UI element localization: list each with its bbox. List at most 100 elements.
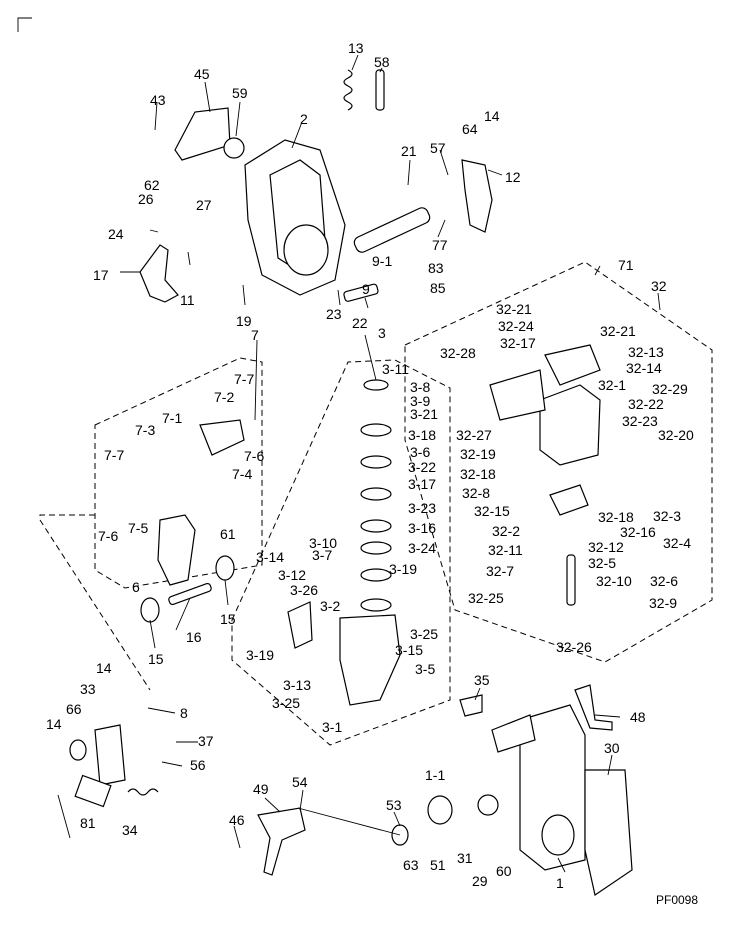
rod <box>566 554 576 606</box>
washer <box>69 739 87 761</box>
part-label: 3-1 <box>322 719 342 735</box>
part-label: 3 <box>378 325 386 341</box>
solenoid-cover <box>544 344 601 386</box>
part-label: 19 <box>236 313 252 329</box>
part-label: 3-8 <box>410 379 430 395</box>
lever <box>139 244 179 303</box>
part-label: 32-25 <box>468 590 504 606</box>
part-label: 32-12 <box>588 539 624 555</box>
part-label: 15 <box>220 611 236 627</box>
bushing <box>215 555 235 581</box>
bracket <box>461 159 493 233</box>
part-label: 3-2 <box>320 598 340 614</box>
part-label: 7-3 <box>135 422 155 438</box>
group-7-outline <box>94 357 263 589</box>
part-label: 23 <box>326 306 342 322</box>
part-label: 29 <box>472 873 488 889</box>
solenoid <box>539 384 601 466</box>
part-label: 7-6 <box>98 528 118 544</box>
part-label: 32-27 <box>456 427 492 443</box>
o-ring <box>223 137 245 159</box>
part-label: 32-4 <box>663 535 691 551</box>
part-label: 8 <box>180 705 188 721</box>
part-label: 49 <box>253 781 269 797</box>
part-label: 32-15 <box>474 503 510 519</box>
part-label: 81 <box>80 815 96 831</box>
part-label: 77 <box>432 237 448 253</box>
part-label: 3-7 <box>312 547 332 563</box>
cover-plate <box>174 107 231 161</box>
part-label: 17 <box>93 267 109 283</box>
part-label: 32-10 <box>596 573 632 589</box>
part-label: 32-22 <box>628 396 664 412</box>
part-label: 7-1 <box>162 410 182 426</box>
part-label: 26 <box>138 191 154 207</box>
group-6-outline <box>39 514 151 691</box>
part-label: 7-4 <box>232 466 252 482</box>
part-label: 3-11 <box>382 361 409 377</box>
part-label: 35 <box>474 672 490 688</box>
bracket-35 <box>459 694 483 717</box>
part-label: 62 <box>144 177 160 193</box>
part-label: 83 <box>428 260 444 276</box>
part-label: 21 <box>401 143 417 159</box>
part-label: 3-25 <box>410 626 438 642</box>
part-label: 33 <box>80 681 96 697</box>
governor-housing <box>244 139 346 296</box>
spring-34 <box>127 788 159 796</box>
part-label: 3-25 <box>272 695 300 711</box>
part-label: 32-3 <box>653 508 681 524</box>
part-label: 53 <box>386 797 402 813</box>
part-label: 30 <box>604 740 620 756</box>
part-label: 64 <box>462 121 478 137</box>
part-label: 32-2 <box>492 523 520 539</box>
part-label: 3-14 <box>256 549 284 565</box>
part-label: 32-23 <box>622 413 658 429</box>
part-label: 31 <box>457 850 473 866</box>
part-label: 27 <box>196 197 212 213</box>
shaft <box>353 207 431 253</box>
part-label: 12 <box>505 169 521 185</box>
part-label: 51 <box>430 857 446 873</box>
part-label: 2 <box>300 111 308 127</box>
part-label: 3-5 <box>415 661 435 677</box>
part-label: 54 <box>292 774 308 790</box>
gasket-2 <box>491 714 536 753</box>
part-label: 1-1 <box>425 767 445 783</box>
part-label: 7-6 <box>244 448 264 464</box>
part-label: 9-1 <box>372 253 392 269</box>
part-label: 3-21 <box>410 406 438 422</box>
part-label: 32-8 <box>462 485 490 501</box>
part-label: 32-9 <box>649 595 677 611</box>
spring <box>343 69 353 111</box>
part-label: 32-6 <box>650 573 678 589</box>
plate <box>199 419 245 456</box>
block-32-2 <box>549 484 589 516</box>
part-label: 3-26 <box>290 582 318 598</box>
part-label: 24 <box>108 226 124 242</box>
part-label: 34 <box>122 822 138 838</box>
part-label: 3-17 <box>408 476 436 492</box>
part-label: 48 <box>630 709 646 725</box>
throttle-body <box>339 614 401 706</box>
part-label: 14 <box>46 716 62 732</box>
part-label: 7-7 <box>234 371 254 387</box>
part-label: 32-17 <box>500 335 536 351</box>
bushing-15 <box>140 597 160 623</box>
part-label: 57 <box>430 140 446 156</box>
part-label: 14 <box>484 108 500 124</box>
part-label: 14 <box>96 660 112 676</box>
pin <box>375 69 385 111</box>
part-label: 3-13 <box>283 677 311 693</box>
part-label: 32-13 <box>628 344 664 360</box>
part-label: 3-16 <box>408 520 436 536</box>
group-3-outline <box>231 359 451 746</box>
part-label: 3-24 <box>408 540 436 556</box>
part-label: 3-15 <box>395 642 423 658</box>
part-label: 43 <box>150 92 166 108</box>
part-label: 37 <box>198 733 214 749</box>
part-label: 7-7 <box>104 447 124 463</box>
part-label: 85 <box>430 280 446 296</box>
bracket-32 <box>489 369 546 421</box>
part-label: 3-9 <box>410 393 430 409</box>
